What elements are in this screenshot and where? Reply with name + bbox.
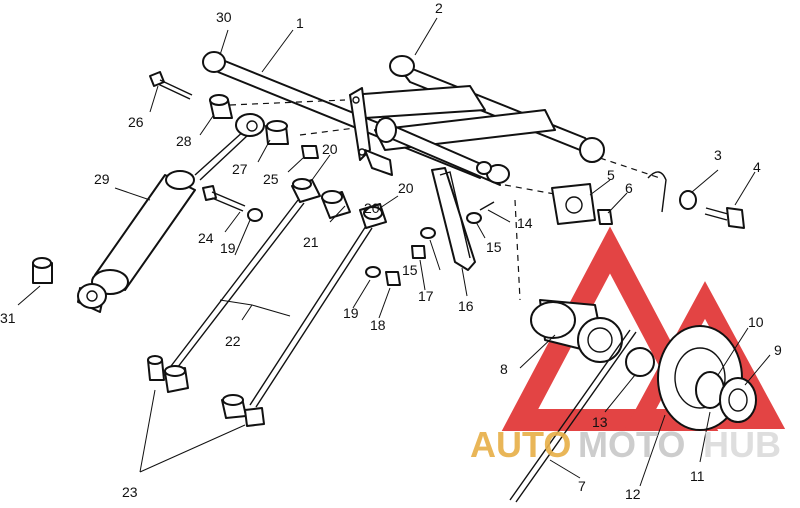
rear-arm-assembly — [202, 51, 605, 186]
label-part-15-b: 15 — [486, 239, 502, 255]
label-part-10: 10 — [748, 314, 764, 330]
part-8-spacer-tube — [530, 299, 623, 363]
label-part-21: 21 — [303, 234, 319, 250]
label-part-4: 4 — [753, 159, 761, 175]
part-14-bolt — [479, 201, 495, 211]
part-25-nut — [301, 145, 319, 159]
label-part-20-a: 20 — [322, 141, 338, 157]
label-part-27: 27 — [232, 161, 248, 177]
part-4-bolt — [704, 207, 745, 229]
label-part-18: 18 — [370, 317, 386, 333]
label-part-28: 28 — [176, 133, 192, 149]
label-part-24: 24 — [198, 230, 214, 246]
part-3-washer — [679, 190, 697, 210]
label-part-25: 25 — [263, 171, 279, 187]
label-part-31: 31 — [0, 310, 16, 326]
part-15-washer-a — [420, 227, 436, 239]
label-part-1: 1 — [296, 15, 304, 31]
part-19-washer-a — [247, 208, 263, 222]
part-19-washer-b — [365, 266, 381, 278]
part-22-torque-rods — [167, 178, 387, 408]
part-13-washer — [625, 347, 655, 377]
watermark-text: AUTO MOTO HUB — [470, 424, 781, 465]
label-part-7: 7 — [578, 478, 586, 494]
part-31-bushing — [32, 257, 53, 284]
part-16-slider-bracket — [431, 167, 476, 271]
part-29-shock — [77, 113, 265, 313]
label-part-19-a: 19 — [343, 305, 359, 321]
label-part-20-c: 20 — [364, 200, 380, 216]
part-23-rod-ends — [147, 355, 265, 427]
part-24-bolt — [202, 185, 246, 212]
part-9-cap — [719, 377, 757, 423]
part-15-washer-b — [466, 212, 482, 224]
label-part-20-b: 20 — [398, 180, 414, 196]
label-part-23: 23 — [122, 484, 138, 500]
label-part-8: 8 — [500, 361, 508, 377]
label-part-16: 16 — [458, 298, 474, 314]
label-part-17: 17 — [418, 288, 434, 304]
part-3-clip — [647, 171, 667, 213]
part-number-labels: 1 2 3 4 5 6 7 8 9 10 11 12 13 14 15 15 1… — [0, 0, 782, 502]
label-part-29: 29 — [94, 171, 110, 187]
watermark-word-auto: AUTO — [470, 424, 571, 465]
watermark-word-hub: HUB — [703, 424, 781, 465]
leader-lines — [17, 17, 771, 487]
label-part-15-a: 15 — [402, 262, 418, 278]
label-part-3: 3 — [714, 147, 722, 163]
label-part-5: 5 — [607, 167, 615, 183]
label-part-26: 26 — [128, 114, 144, 130]
label-part-2: 2 — [435, 0, 443, 16]
label-part-9: 9 — [774, 342, 782, 358]
part-18-nut — [385, 271, 401, 286]
watermark-word-moto: MOTO — [578, 424, 685, 465]
part-17-nut — [411, 245, 426, 259]
label-part-30: 30 — [216, 9, 232, 25]
label-part-14: 14 — [517, 215, 533, 231]
label-part-13: 13 — [592, 414, 608, 430]
label-part-11: 11 — [690, 468, 705, 484]
part-26-bolt — [149, 71, 193, 100]
label-part-12: 12 — [625, 486, 641, 502]
part-7-axle — [509, 329, 631, 501]
part-5-block — [551, 183, 596, 225]
label-part-19-b: 19 — [220, 240, 236, 256]
label-part-22: 22 — [225, 333, 241, 349]
label-part-6: 6 — [625, 180, 633, 196]
part-6-nut — [597, 209, 613, 225]
